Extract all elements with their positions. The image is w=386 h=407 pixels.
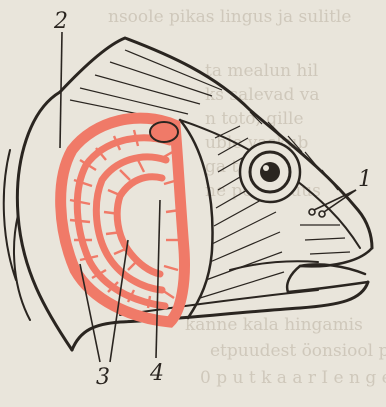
- label-4: 4: [149, 361, 164, 386]
- pectoral-edge: [4, 150, 30, 320]
- bg-line-2: ta mealun hil: [205, 61, 318, 81]
- nostrils: [309, 209, 325, 217]
- pointer-2: [60, 32, 62, 148]
- eye: [240, 142, 300, 202]
- pointer-4: [156, 200, 160, 358]
- bg-line-8: kanne kala hingamis: [185, 315, 363, 335]
- gill-opening: [150, 122, 178, 142]
- bg-line-1: nsoole pikas lingus ja sulitle: [108, 7, 351, 27]
- upper-jaw: [287, 248, 372, 292]
- mouth: [288, 264, 368, 292]
- bg-line-9: etpuudest öonsiool pe ed: [210, 341, 386, 361]
- pointer-3a: [80, 264, 100, 362]
- label-2: 2: [53, 9, 68, 34]
- bg-line-10: 0 p u t k a a r I e n g e u j ooni Ti: [200, 368, 386, 388]
- label-1: 1: [358, 167, 372, 192]
- gill-arch-4: [117, 177, 162, 274]
- label-3: 3: [96, 365, 110, 390]
